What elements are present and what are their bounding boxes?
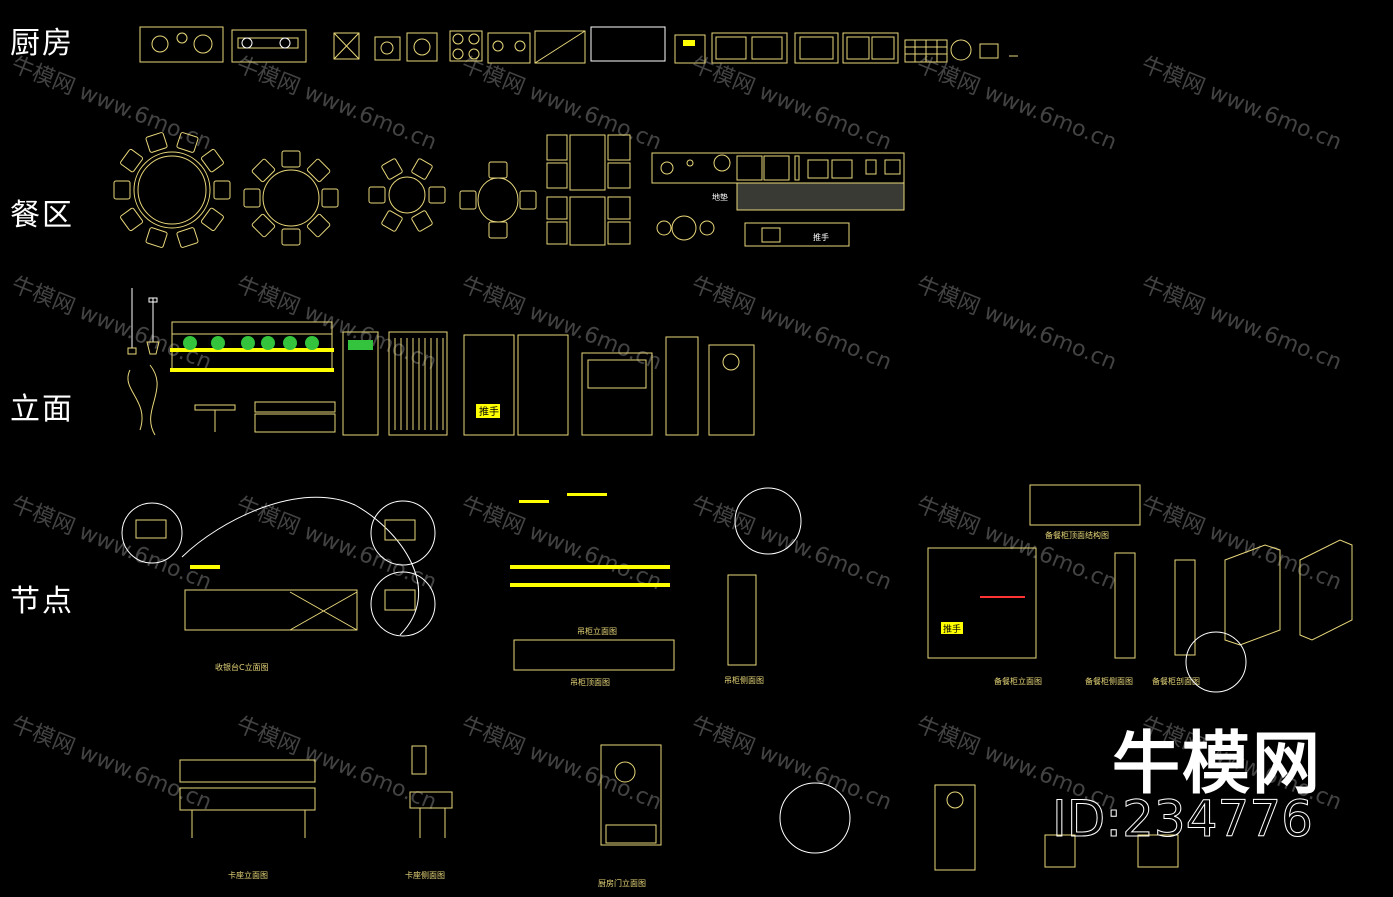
- chair-shape: [145, 227, 168, 248]
- plant-shape: [283, 336, 297, 350]
- chair-shape: [281, 228, 301, 246]
- chair-shape: [145, 132, 168, 153]
- title-hanging-top: 吊柜顶面图: [570, 677, 610, 687]
- watermark-text: 牛模网 www.6mo.cn: [8, 52, 215, 155]
- door-push-label-1: 推手: [479, 405, 499, 418]
- watermark-text: 牛模网 www.6mo.cn: [233, 492, 440, 595]
- dining-tables-row: 地垫 推手: [113, 132, 905, 248]
- brand-id: ID:234776: [1052, 790, 1314, 849]
- watermark-text: 牛模网 www.6mo.cn: [458, 52, 665, 155]
- cabinet-push-label: 推手: [813, 232, 829, 242]
- watermark-text: 牛模网 www.6mo.cn: [913, 492, 1120, 595]
- plant-shape: [211, 336, 225, 350]
- title-booth-elevation: 卡座立面图: [228, 870, 268, 880]
- chair-shape: [459, 190, 477, 210]
- watermark-text: 牛模网 www.6mo.cn: [233, 712, 440, 815]
- watermark-text: 牛模网 www.6mo.cn: [1138, 492, 1345, 595]
- chair-shape: [120, 148, 144, 173]
- chair-shape: [176, 227, 199, 248]
- watermark-text: 牛模网 www.6mo.cn: [913, 52, 1120, 155]
- title-side-cabinet-section: 备餐柜剖面图: [1152, 676, 1200, 686]
- watermark-text: 牛模网 www.6mo.cn: [1138, 52, 1345, 155]
- chair-shape: [243, 188, 261, 208]
- title-hanging-side: 吊柜侧面图: [724, 675, 764, 685]
- section-label-dining: 餐区: [10, 198, 74, 233]
- plant-shape: [261, 336, 275, 350]
- brand-name: 牛模网: [1112, 725, 1323, 804]
- plant-shape: [305, 336, 319, 350]
- chair-shape: [488, 221, 508, 239]
- chair-shape: [251, 213, 276, 238]
- watermark-text: 牛模网 www.6mo.cn: [1138, 272, 1345, 375]
- chair-shape: [306, 213, 331, 238]
- watermark-text: 牛模网 www.6mo.cn: [233, 52, 440, 155]
- section-label-kitchen: 厨房: [10, 26, 74, 61]
- title-side-cabinet-top: 备餐柜顶面结构图: [1045, 530, 1109, 540]
- watermark-text: 牛模网 www.6mo.cn: [688, 712, 895, 815]
- door-push-label-2: 推手: [943, 623, 961, 635]
- kitchen-equipment-row: [139, 26, 1018, 64]
- floor-mat-label: 地垫: [712, 192, 728, 202]
- section-label-elevation: 立面: [10, 392, 74, 427]
- watermark-text: 牛模网 www.6mo.cn: [458, 492, 665, 595]
- title-cashier: 收银台C立面图: [215, 662, 269, 672]
- plant-shape: [183, 336, 197, 350]
- chair-shape: [428, 186, 446, 204]
- chair-shape: [411, 158, 433, 180]
- chair-shape: [321, 188, 339, 208]
- watermark-text: 牛模网 www.6mo.cn: [913, 272, 1120, 375]
- chair-shape: [306, 158, 331, 183]
- watermark-text: 牛模网 www.6mo.cn: [233, 272, 440, 375]
- section-label-node: 节点: [10, 584, 74, 619]
- watermark-text: 牛模网 www.6mo.cn: [8, 272, 215, 375]
- title-side-cabinet-elevation: 备餐柜立面图: [994, 676, 1042, 686]
- watermark-text: 牛模网 www.6mo.cn: [458, 712, 665, 815]
- chair-shape: [113, 180, 131, 200]
- chair-shape: [281, 150, 301, 168]
- chair-shape: [213, 180, 231, 200]
- title-hanging-elevation: 吊柜立面图: [577, 626, 617, 636]
- chair-shape: [488, 161, 508, 179]
- plant-shape: [241, 336, 255, 350]
- chair-shape: [381, 158, 403, 180]
- title-booth-side: 卡座侧面图: [405, 870, 445, 880]
- chair-shape: [200, 148, 224, 173]
- title-kitchen-door: 厨房门立面图: [598, 878, 646, 888]
- elevation-row: 推手: [127, 288, 755, 436]
- chair-shape: [368, 186, 386, 204]
- watermark-text: 牛模网 www.6mo.cn: [688, 52, 895, 155]
- watermark-text: 牛模网 www.6mo.cn: [688, 272, 895, 375]
- watermark-text: 牛模网 www.6mo.cn: [8, 492, 215, 595]
- title-side-cabinet-side: 备餐柜侧面图: [1085, 676, 1133, 686]
- chair-shape: [519, 190, 537, 210]
- chair-shape: [381, 210, 403, 232]
- chair-shape: [200, 207, 224, 232]
- chair-shape: [176, 132, 199, 153]
- chair-shape: [411, 210, 433, 232]
- watermark-text: 牛模网 www.6mo.cn: [8, 712, 215, 815]
- chair-shape: [120, 207, 144, 232]
- node-details: 收银台C立面图 吊柜立面图 吊柜顶面图 吊柜侧面图 备餐柜顶面结构图 推手 备餐…: [121, 484, 1353, 888]
- chair-shape: [251, 158, 276, 183]
